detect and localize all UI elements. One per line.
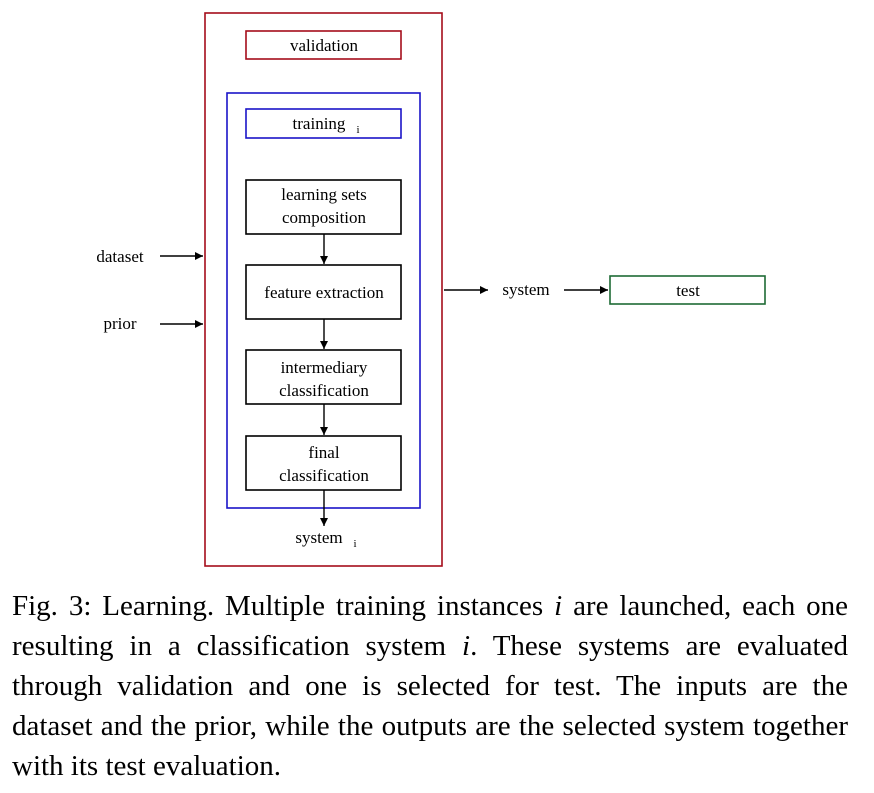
input-prior-label: prior [103,314,136,333]
step-learning-sets-line1: learning sets [281,185,366,204]
system-i-subscript: i [353,538,356,550]
training-subscript: i [356,124,359,136]
system-label: system [502,280,549,299]
step-final-line2: classification [279,466,369,485]
step-learning-sets-line2: composition [282,208,367,227]
step-intermediary-line1: intermediary [281,358,368,377]
training-label-box [245,108,402,139]
step-final-line1: final [308,443,339,462]
caption-mid2: . These systems are evaluated through va… [12,630,848,782]
caption-mid1: are launched, each one resulting in a cl… [12,590,849,662]
caption-lead: Fig. 3: Learning. Multiple training inst… [12,590,544,622]
validation-frame [204,12,443,567]
training-label: training [293,114,346,133]
system-i-label: system [295,528,342,547]
caption-var-i-2: i [462,630,471,662]
step-feature-extraction-label: feature extraction [264,283,384,302]
validation-label-box [245,30,402,60]
input-dataset-label: dataset [96,247,143,266]
test-box [609,275,766,305]
test-label: test [676,281,700,300]
caption-var-i-1: i [554,590,563,622]
learning-diagram: validation training i learning sets comp… [96,12,766,567]
step-intermediary-line2: classification [279,381,369,400]
figure-caption: Fig. 3: Learning. Multiple training inst… [12,586,848,786]
validation-label: validation [290,36,358,55]
